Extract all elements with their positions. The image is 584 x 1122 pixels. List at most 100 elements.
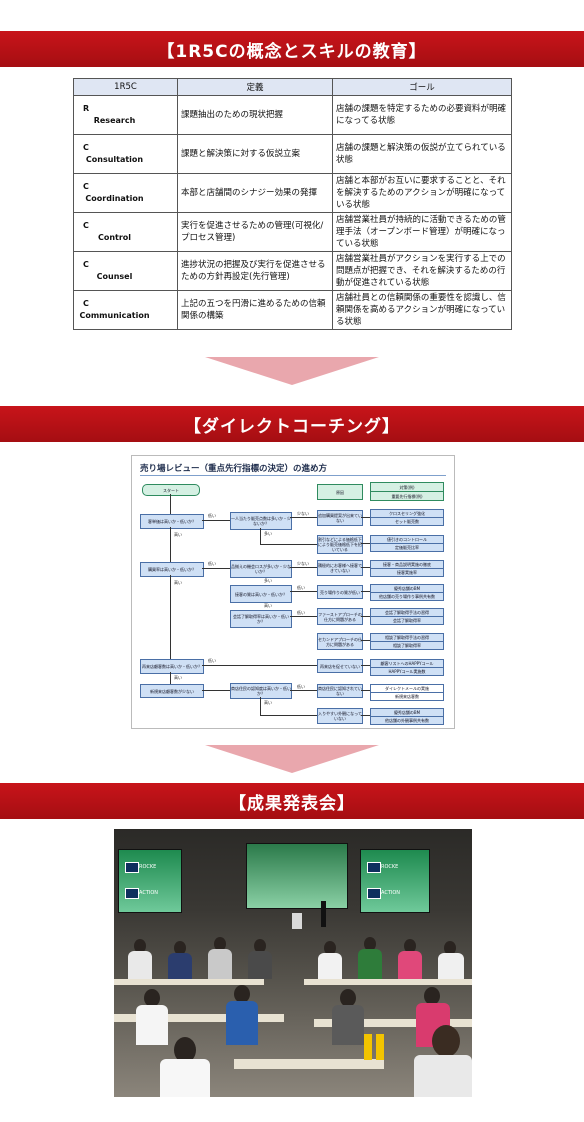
connector bbox=[361, 591, 370, 592]
connector bbox=[290, 517, 317, 518]
branch-label: 少ない bbox=[297, 561, 309, 566]
r5c-table: 1R5C 定義 ゴール RResearch 課題抽出のための現状把握 店舗の課題… bbox=[73, 78, 512, 330]
skill-definition: 本部と店舗間のシナジー効果の発揮 bbox=[177, 173, 333, 213]
decision-node: 接客の質は高いか・低いか？ bbox=[230, 585, 292, 603]
connector bbox=[202, 568, 230, 569]
connector bbox=[170, 575, 171, 659]
connector bbox=[170, 527, 171, 562]
table-row: RResearch 課題抽出のための現状把握 店舗の課題を特定するための必要資料… bbox=[73, 95, 512, 135]
branch-label: 低い bbox=[297, 585, 305, 590]
skill-definition: 課題と解決策に対する仮説立案 bbox=[177, 134, 333, 174]
presenter bbox=[321, 901, 326, 927]
cause-node: 追加購買提案が出来ていない bbox=[317, 510, 363, 526]
branch-label: 多い bbox=[264, 578, 272, 583]
screen-icon bbox=[367, 862, 381, 873]
section-title: 【成果発表会】 bbox=[229, 793, 355, 814]
skill-definition: 進捗状況の把握及び実行を促進させるための方針再設定(先行管理) bbox=[177, 251, 333, 291]
cause-node: 割引などによる価格低下により販売価格低下を招いている bbox=[317, 535, 363, 554]
decision-node: 新規来店顧客数が少ない bbox=[140, 684, 204, 698]
branch-label: 低い bbox=[208, 658, 216, 663]
connector bbox=[260, 697, 261, 715]
decision-node: 商店住民の認知度は高いか・低いか？ bbox=[230, 683, 292, 699]
desk bbox=[314, 1019, 472, 1027]
indicator-node: 定価販売比率 bbox=[370, 543, 444, 552]
branch-label: 多い bbox=[264, 531, 272, 536]
skill-definition: 課題抽出のための現状把握 bbox=[177, 95, 333, 135]
connector bbox=[290, 690, 317, 691]
branch-label: 低い bbox=[297, 610, 305, 615]
desk bbox=[234, 1059, 384, 1069]
skill-goal: 店舗の課題を特定するための必要資料が明確になってる状態 bbox=[332, 95, 512, 135]
skill-name: CCoordination bbox=[73, 173, 178, 213]
indicator-node: 他店舗の外観事例共有数 bbox=[370, 716, 444, 725]
cause-node: 売り場作りの質が低い bbox=[317, 585, 363, 599]
header-goal: ゴール bbox=[332, 78, 512, 96]
table-row: CCounsel 進捗状況の把握及び実行を促進させるための方針再設定(先行管理)… bbox=[73, 251, 512, 291]
start-node: スタート bbox=[142, 484, 200, 496]
skill-goal: 店舗営業社員が持続的に活動できるための管理手法（オープンボード管理）が明確になっ… bbox=[332, 212, 512, 252]
connector bbox=[202, 690, 230, 691]
header-definition: 定義 bbox=[177, 78, 333, 96]
skill-name: CCommunication bbox=[73, 290, 178, 330]
connector bbox=[290, 591, 317, 592]
desk bbox=[304, 979, 472, 985]
presentation-photo: ROCKE ACTION ROCKE ACTION bbox=[114, 829, 472, 1097]
section-title: 【1R5Cの概念とスキルの教育】 bbox=[157, 41, 427, 62]
skill-goal: 店舗営業社員がアクションを実行する上での問題点が把握でき、それを解決するための行… bbox=[332, 251, 512, 291]
bottle bbox=[376, 1034, 384, 1060]
connector bbox=[361, 567, 370, 568]
branch-label: 高い bbox=[264, 700, 272, 705]
indicator-node: セット販売数 bbox=[370, 517, 444, 526]
branch-label: 少ない bbox=[297, 511, 309, 516]
connector bbox=[290, 616, 317, 617]
desk bbox=[114, 979, 264, 985]
screen-label: ACTION bbox=[381, 890, 401, 896]
branch-label: 低い bbox=[208, 561, 216, 566]
table-row: CConsultation 課題と解決策に対する仮説立案 店舗の課題と解決策の仮… bbox=[73, 134, 512, 174]
decision-node: 客単価は高いか・低いか？ bbox=[140, 514, 204, 529]
decision-node: 再来店顧客数は高いか・低いか？ bbox=[140, 659, 204, 674]
branch-label: 低い bbox=[208, 513, 216, 518]
connector bbox=[260, 528, 261, 544]
branch-label: 高い bbox=[174, 675, 182, 680]
skill-name: CCounsel bbox=[73, 251, 178, 291]
cause-node: 入りやすい外観になっていない bbox=[317, 708, 363, 724]
screen-icon bbox=[367, 888, 381, 899]
side-screen-left: ROCKE ACTION bbox=[118, 849, 182, 913]
flowchart-title: 売り場レビュー（重点先行指標の決定）の進め方 bbox=[140, 464, 328, 474]
indicator-node: 接客実施率 bbox=[370, 568, 444, 577]
skill-name: CConsultation bbox=[73, 134, 178, 174]
indicator-node: 他店舗の売り場作り事例共有数 bbox=[370, 592, 444, 601]
branch-label: 高い bbox=[174, 532, 182, 537]
skill-name: CControl bbox=[73, 212, 178, 252]
connector bbox=[202, 520, 230, 521]
screen-icon bbox=[125, 888, 139, 899]
cause-node: ファーストアプローチの仕方に問題がある bbox=[317, 608, 363, 625]
skill-goal: 店舗と本部がお互いに要求することと、それを解決するためのアクションが明確になって… bbox=[332, 173, 512, 213]
legend-cause: 原因 bbox=[317, 484, 363, 500]
connector bbox=[361, 616, 370, 617]
down-arrow-icon bbox=[205, 357, 379, 385]
section-banner-coaching: 【ダイレクトコーチング】 bbox=[0, 406, 584, 442]
table-row: CCommunication 上記の五つを円滑に進めるための信頼関係の構築 店舗… bbox=[73, 290, 512, 330]
connector bbox=[290, 567, 317, 568]
cause-node: 積極的にお客様へ接客できていない bbox=[317, 560, 363, 576]
connector bbox=[170, 494, 171, 514]
connector bbox=[361, 715, 370, 716]
decision-node: 一人当たり販売点数は多いか・少ないか？ bbox=[230, 512, 292, 530]
legend-indicator: 重要先行指標(例) bbox=[370, 491, 444, 501]
branch-label: 高い bbox=[264, 603, 272, 608]
connector bbox=[361, 543, 370, 544]
section-title: 【ダイレクトコーチング】 bbox=[184, 416, 400, 437]
cause-node: 再来店を促せていない bbox=[317, 659, 363, 673]
branch-label: 高い bbox=[174, 580, 182, 585]
branch-label: 低い bbox=[297, 684, 305, 689]
table-header-row: 1R5C 定義 ゴール bbox=[73, 78, 512, 96]
indicator-node: 新規来店客数 bbox=[370, 692, 444, 701]
decision-node: 会話了解取得率は高いか・低いか？ bbox=[230, 610, 292, 628]
screen-label: ACTION bbox=[139, 890, 159, 896]
skill-name: RResearch bbox=[73, 95, 178, 135]
screen-label: ROCKE bbox=[139, 864, 157, 870]
decision-node: 品揃えの機会ロスが多いか・少ないか？ bbox=[230, 560, 292, 578]
table-row: CCoordination 本部と店舗間のシナジー効果の発揮 店舗と本部がお互い… bbox=[73, 173, 512, 213]
